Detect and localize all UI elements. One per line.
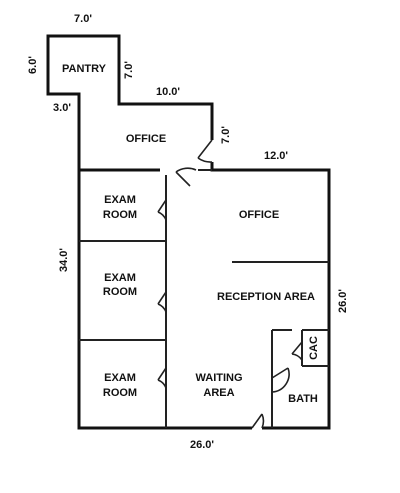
cac-door (291, 341, 303, 361)
cac-label: CAC (308, 336, 320, 360)
waiting-label-line1: WAITING (195, 372, 242, 384)
office-exit-door (175, 167, 197, 187)
dim-pantry-step: 3.0' (53, 102, 71, 114)
dim-left-wall: 34.0' (58, 248, 70, 272)
waiting-label-line2: AREA (203, 387, 234, 399)
exam2-label-line2: ROOM (103, 286, 137, 298)
office-right-label: OFFICE (239, 209, 279, 221)
exam1-label-line2: ROOM (103, 209, 137, 221)
bath-door (271, 367, 290, 393)
dimension-labels: 7.0' 6.0' 7.0' 3.0' 10.0' 7.0' 12.0' 34.… (27, 13, 349, 451)
right-building-outline (210, 162, 331, 430)
dim-bottom-wall: 26.0' (190, 439, 214, 451)
outer-walls (46, 34, 331, 430)
exam1-label-line1: EXAM (104, 194, 136, 206)
dim-right-block-top: 12.0' (264, 150, 288, 162)
exam3-label-line1: EXAM (104, 372, 136, 384)
office-top-label: OFFICE (126, 133, 166, 145)
dim-pantry-right: 7.0' (123, 61, 135, 79)
exam3-door (157, 367, 167, 389)
dim-right-wall: 26.0' (337, 289, 349, 313)
main-building-outline (77, 170, 252, 430)
dim-pantry-top: 7.0' (74, 13, 92, 25)
dim-office-top-wall: 10.0' (156, 86, 180, 98)
interior-walls (79, 169, 329, 428)
room-labels: PANTRY OFFICE EXAM ROOM EXAM ROOM EXAM R… (62, 63, 320, 405)
entrance-door (251, 413, 265, 429)
doors (157, 139, 303, 429)
exam3-label-line2: ROOM (103, 387, 137, 399)
office-top-door (197, 139, 213, 163)
exam2-label-line1: EXAM (104, 272, 136, 284)
pantry-label: PANTRY (62, 63, 107, 75)
pantry-office-outline (46, 34, 214, 172)
dim-office-right-wall: 7.0' (220, 126, 232, 144)
reception-label: RECEPTION AREA (217, 291, 315, 303)
bath-label: BATH (288, 393, 318, 405)
exam1-door (157, 199, 167, 221)
exam2-door (157, 291, 167, 313)
dim-pantry-left: 6.0' (27, 56, 39, 74)
